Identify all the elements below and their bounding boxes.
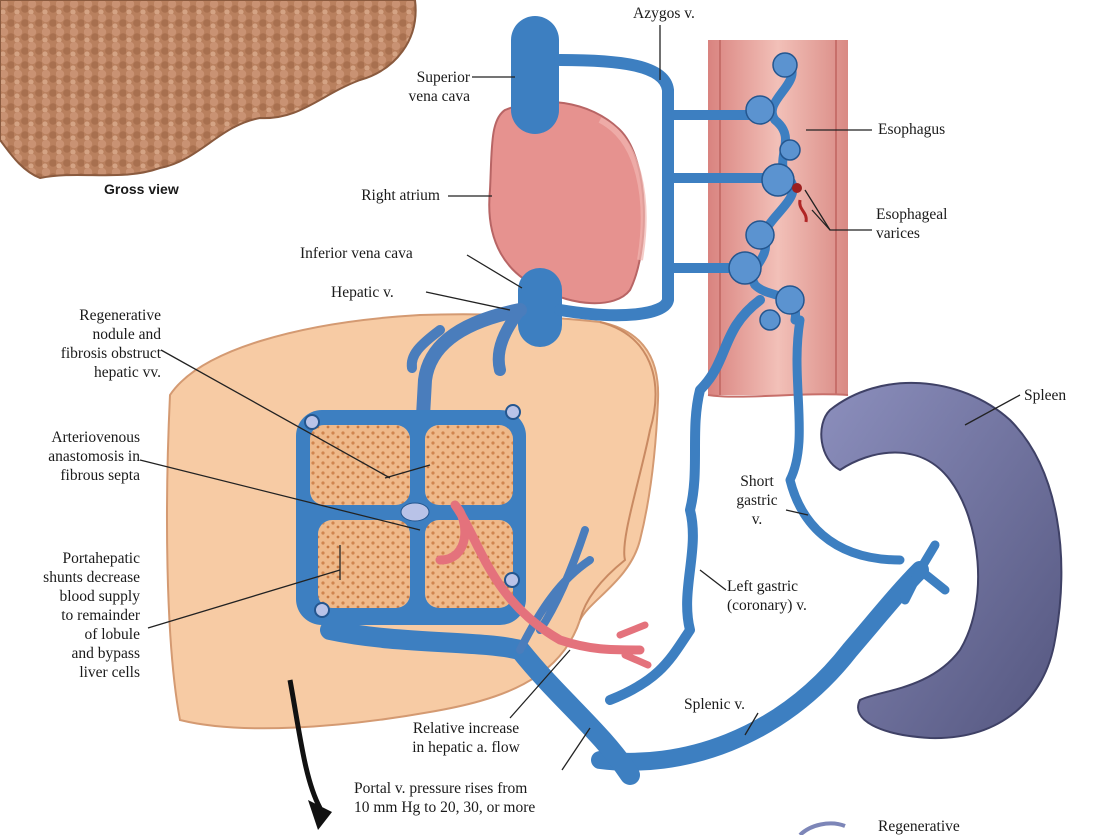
label-hepatic-a-flow: Relative increase in hepatic a. flow xyxy=(376,719,556,757)
label-short-gastric-v: Short gastric v. xyxy=(715,472,799,529)
lobule-cutaway xyxy=(296,405,526,625)
label-arteriovenous-anastomosis: Arteriovenous anastomosis in fibrous sep… xyxy=(20,428,140,485)
label-right-atrium: Right atrium xyxy=(320,186,440,205)
label-splenic-v: Splenic v. xyxy=(684,695,745,714)
right-atrium xyxy=(489,102,644,303)
nodule-inset-edge xyxy=(800,823,845,835)
label-esophagus: Esophagus xyxy=(878,120,945,139)
label-portal-v-pressure: Portal v. pressure rises from 10 mm Hg t… xyxy=(354,779,535,817)
label-spleen: Spleen xyxy=(1024,386,1066,405)
gross-liver-image xyxy=(0,0,416,178)
label-portahepatic-shunts: Portahepatic shunts decrease blood suppl… xyxy=(20,549,140,682)
label-hepatic-v: Hepatic v. xyxy=(331,283,394,302)
label-inferior-vena-cava: Inferior vena cava xyxy=(300,244,413,263)
label-azygos-v: Azygos v. xyxy=(633,4,695,23)
label-regenerative-nodule: Regenerative nodule and fibrosis obstruc… xyxy=(20,306,161,382)
label-superior-vena-cava: Superior vena cava xyxy=(370,68,470,106)
label-gross-view: Gross view xyxy=(104,180,179,199)
spleen xyxy=(821,383,1061,738)
label-left-gastric-v: Left gastric (coronary) v. xyxy=(727,577,807,615)
label-regenerative-bottom: Regenerative xyxy=(878,817,960,836)
label-esophageal-varices: Esophageal varices xyxy=(876,205,947,243)
